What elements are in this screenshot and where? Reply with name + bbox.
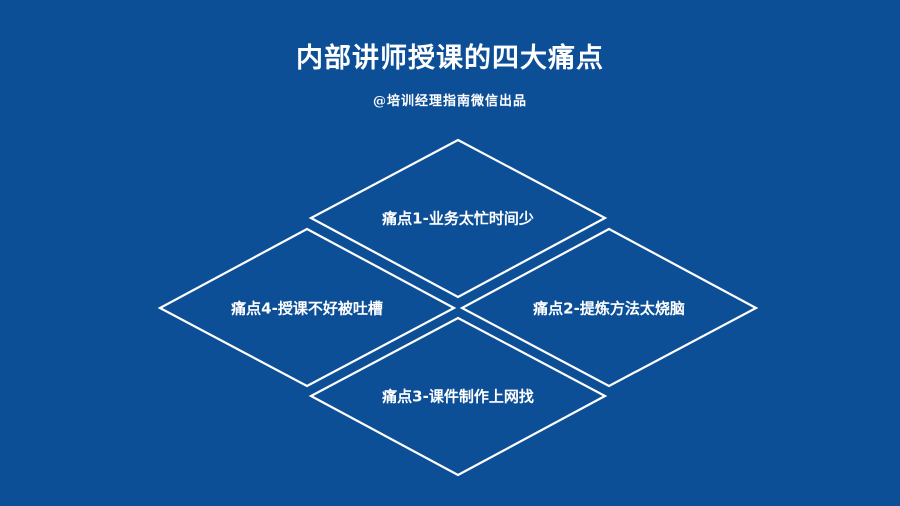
- page-title: 内部讲师授课的四大痛点: [296, 43, 604, 74]
- subtitle: @培训经理指南微信出品: [372, 94, 527, 109]
- diamond-bottom: [308, 316, 608, 477]
- diamond-right: [459, 227, 759, 388]
- diamond-left: [157, 227, 457, 388]
- pain-point-2-label: 痛点2-提炼方法太烧脑: [533, 299, 685, 318]
- pain-point-4-label: 痛点4-授课不好被吐槽: [231, 299, 383, 318]
- diamond-top: [308, 138, 608, 299]
- pain-point-1-label: 痛点1-业务太忙时间少: [382, 209, 534, 228]
- pain-point-3-label: 痛点3-课件制作上网找: [382, 387, 534, 406]
